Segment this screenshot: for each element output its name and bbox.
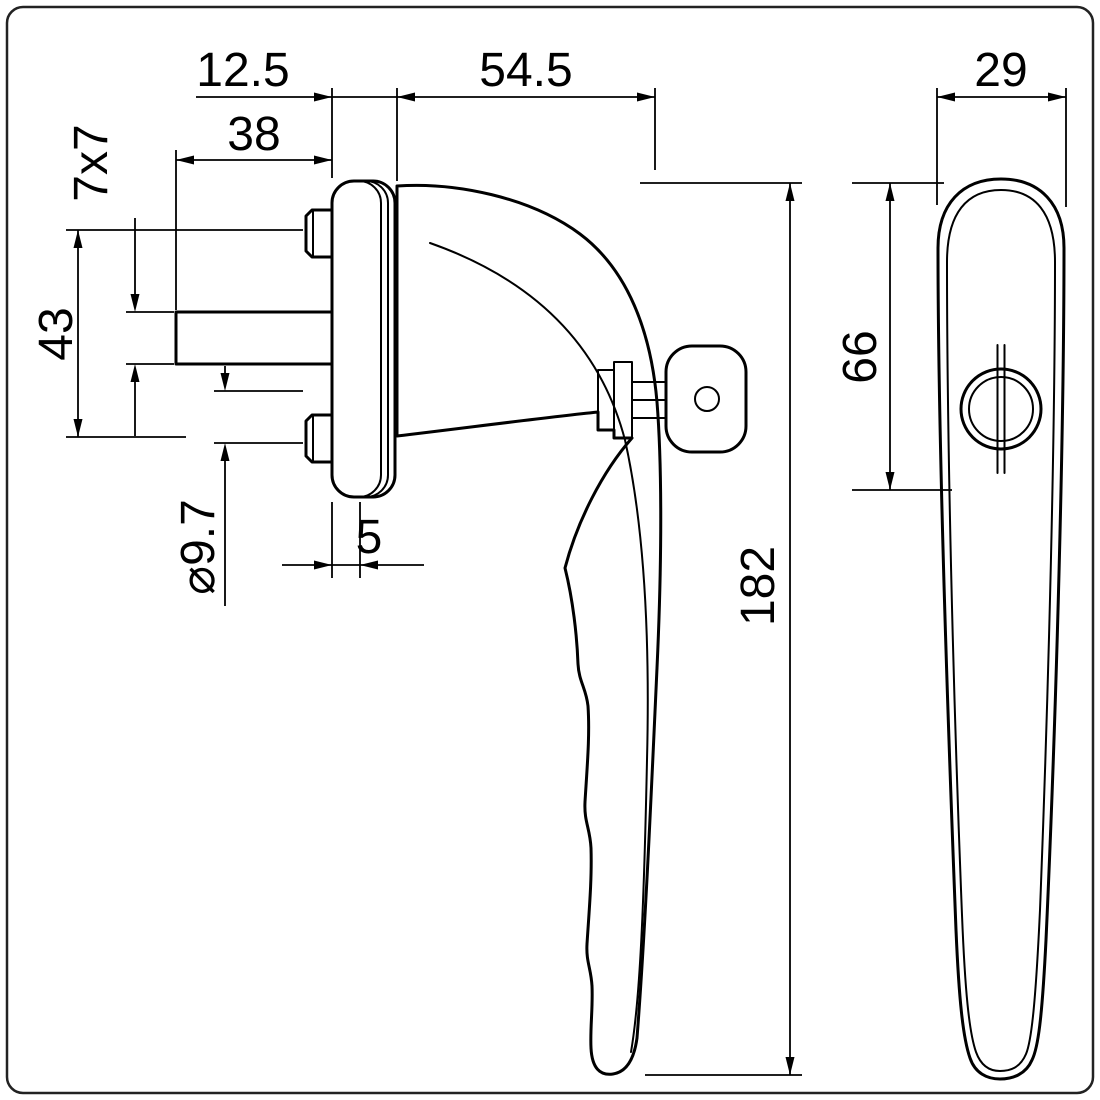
dim-spindle-section: 7x7	[65, 124, 174, 436]
dim-spindle-length: 38	[175, 108, 332, 310]
dim-grip-length: 66	[834, 182, 952, 491]
dim-plate-depth-and-reach: 12.5 54.5	[196, 44, 656, 181]
dim-plate-thickness: 5	[282, 502, 424, 578]
handle-inner-edge	[429, 242, 649, 1053]
top-chain-extension-lines	[331, 88, 656, 181]
dim-29-extension-lines	[936, 88, 1067, 207]
dim-7x7-label: 7x7	[65, 124, 118, 201]
side-view	[174, 179, 748, 1076]
dim-66-label: 66	[834, 330, 887, 383]
dim-9-7-label: ⌀9.7	[172, 499, 225, 595]
dim-54-5-label: 54.5	[479, 44, 572, 97]
dim-5-arrows	[314, 560, 378, 570]
spindle	[174, 310, 334, 366]
front-view	[936, 177, 1066, 1081]
dim-43-label: 43	[30, 307, 83, 360]
base-plate-inner	[331, 180, 382, 498]
dim-182-extension-lines	[640, 182, 802, 1076]
lock-cylinder-body	[613, 361, 633, 439]
drawing-border	[5, 5, 1095, 1095]
dim-29-label: 29	[974, 44, 1027, 97]
dim-66-extension-lines	[852, 182, 952, 491]
key-bow-hole	[694, 386, 720, 412]
dim-9-7-extension-lines	[214, 390, 303, 444]
dim-5-label: 5	[356, 511, 383, 564]
dimensions: 12.5 54.5 29 38 7x7 43	[30, 44, 1067, 1076]
key-bow	[664, 344, 748, 454]
dim-hole-diameter: ⌀9.7	[172, 366, 303, 606]
dim-54-5-arrow	[637, 92, 655, 102]
lock-circle-inner	[968, 376, 1034, 442]
dim-43-extension-lines	[66, 229, 303, 438]
dim-182-label: 182	[732, 546, 785, 626]
dim-screw-spacing: 43	[30, 229, 303, 438]
base-plate-mid	[331, 180, 389, 498]
dim-7x7-arrows	[130, 294, 140, 382]
lock-circle-outer	[959, 367, 1043, 451]
key	[631, 344, 748, 454]
screw-bottom	[304, 413, 334, 464]
dim-12-5-label: 12.5	[196, 44, 289, 97]
front-inner-outline	[946, 189, 1056, 1072]
base-plate-outer	[330, 179, 397, 499]
dim-9-7-arrows	[220, 373, 230, 461]
screw-top	[304, 208, 334, 259]
key-slot	[996, 344, 1006, 474]
dim-total-length: 182	[640, 182, 802, 1076]
handle-body	[395, 183, 663, 1076]
dim-7x7-extension-lines	[126, 311, 174, 365]
dim-38-label: 38	[227, 108, 280, 161]
dim-handle-width: 29	[936, 44, 1067, 207]
front-outline	[936, 177, 1066, 1081]
dim-38-arrows	[176, 155, 332, 165]
